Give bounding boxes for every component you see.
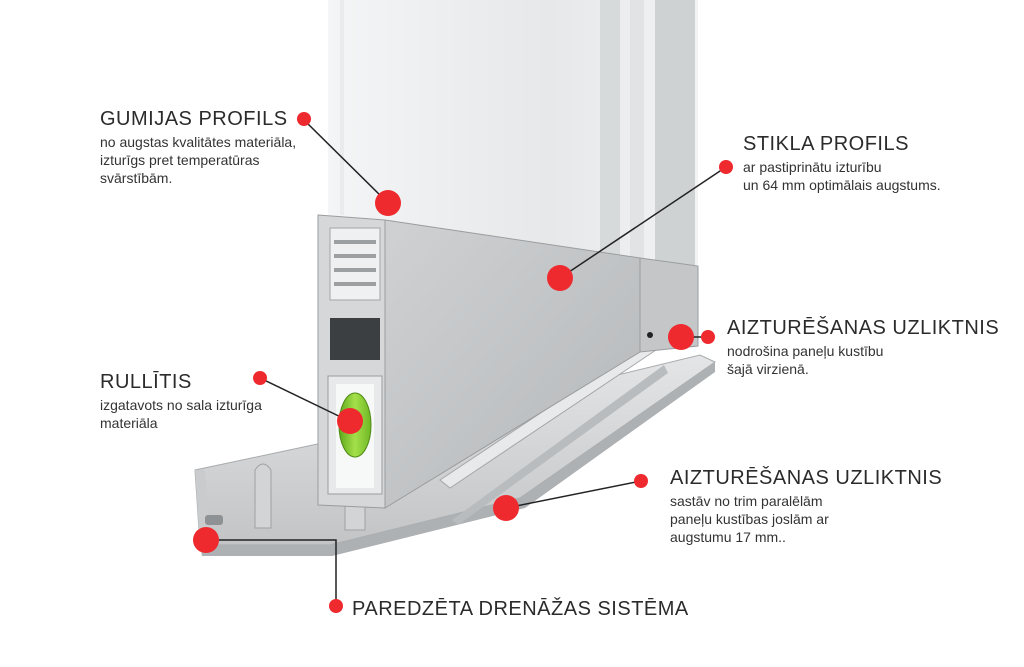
callout-title: STIKLA PROFILS (743, 133, 909, 155)
callout-title: RULLĪTIS (100, 371, 192, 393)
callout-title: AIZTURĒŠANAS UZLIKTNIS (727, 317, 1000, 339)
callout-description: no augstas kvalitātes materiāla, izturīg… (100, 134, 297, 186)
dot-aiztur1 (668, 324, 694, 350)
dot-drenazas-small (329, 599, 343, 613)
callout-rullitis: RULLĪTIS izgatavots no sala izturīga mat… (100, 370, 320, 432)
dot-stikla (547, 265, 573, 291)
callout-title: AIZTURĒŠANAS UZLIKTNIS (670, 467, 943, 489)
callout-title: PAREDZĒTA DRENĀŽAS SISTĒMA (352, 598, 689, 620)
dot-gumijas (375, 190, 401, 216)
dot-rullitis-small (253, 371, 267, 385)
dot-drenazas (193, 527, 219, 553)
leader-lines (206, 119, 727, 606)
callout-drenazas-sistema: PAREDZĒTA DRENĀŽAS SISTĒMA (352, 597, 752, 621)
callout-dots (193, 112, 733, 613)
sash-profile (317, 214, 699, 509)
callout-description: sastāv no trim paralēlām paneļu kustības… (670, 493, 829, 545)
dot-stikla-small (719, 160, 733, 174)
dot-aiztur2 (493, 495, 519, 521)
callout-gumijas-profils: GUMIJAS PROFILS no augstas kvalitātes ma… (100, 107, 330, 187)
callout-description: ar pastiprinātu izturību un 64 mm optimā… (743, 159, 941, 193)
callout-stikla-profils: STIKLA PROFILS ar pastiprinātu izturību … (743, 132, 1003, 194)
callout-aizturesanas-uzliktnis-1: AIZTURĒŠANAS UZLIKTNIS nodrošina paneļu … (727, 316, 1017, 378)
callout-description: nodrošina paneļu kustību šajā virzienā. (727, 343, 884, 377)
dot-rullitis (337, 408, 363, 434)
dot-aiztur2-small (634, 474, 648, 488)
callout-aizturesanas-uzliktnis-2: AIZTURĒŠANAS UZLIKTNIS sastāv no trim pa… (670, 466, 970, 546)
callout-description: izgatavots no sala izturīga materiāla (100, 397, 262, 431)
dot-aiztur1-small (701, 330, 715, 344)
callout-title: GUMIJAS PROFILS (100, 108, 288, 130)
dot-gumijas-small (297, 112, 311, 126)
